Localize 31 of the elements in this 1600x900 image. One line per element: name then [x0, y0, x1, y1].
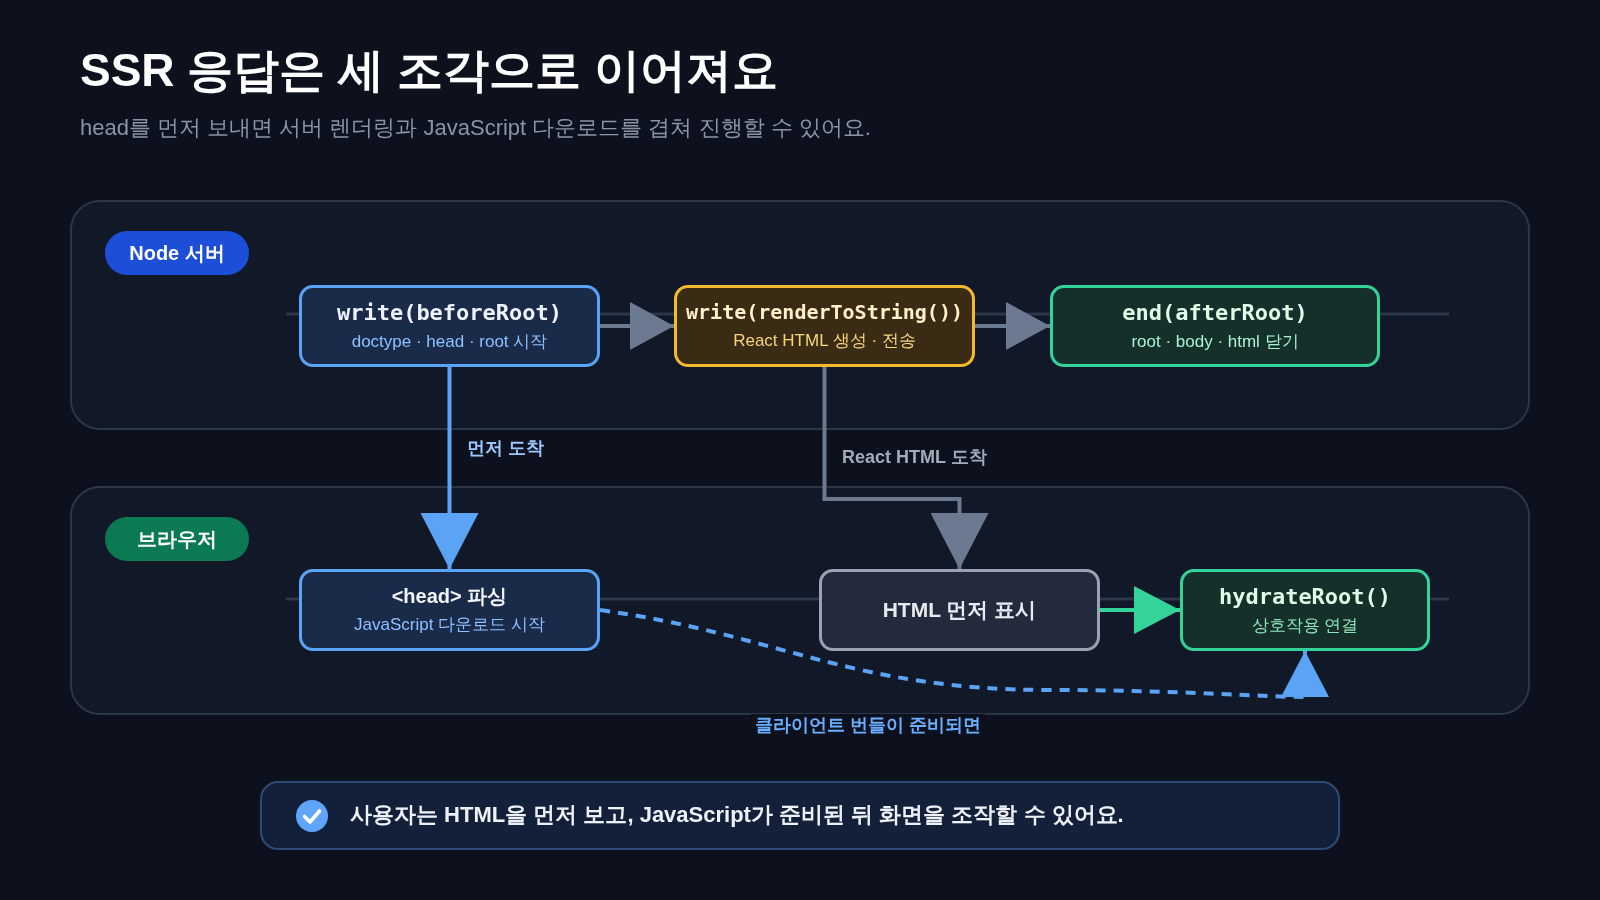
lane-panel — [70, 200, 1530, 430]
step-title: write(renderToString()) — [686, 299, 963, 325]
step-box — [1050, 285, 1380, 367]
step-box — [299, 569, 600, 651]
step-title: <head> 파싱 — [391, 583, 508, 609]
step-caption: 상호작용 연결 — [1251, 615, 1359, 638]
step-box — [674, 285, 975, 367]
step-title: write(beforeRoot) — [336, 298, 563, 327]
arrow — [822, 367, 989, 569]
lane-tag: Node 서버 — [105, 231, 249, 275]
step-box — [299, 285, 600, 367]
arrow — [1100, 586, 1180, 634]
arrow — [600, 302, 674, 350]
arrow — [599, 608, 1329, 699]
arrow — [975, 302, 1050, 350]
arrow — [420, 367, 479, 569]
step-box — [819, 569, 1100, 651]
note-text: 사용자는 HTML을 먼저 보고, JavaScript가 준비된 뒤 화면을 조작할 수 있어요. — [350, 801, 1124, 830]
step-box — [1180, 569, 1430, 651]
step-caption: JavaScript 다운로드 시작 — [354, 613, 545, 636]
subtitle: head를 먼저 보내면 서버 렌더링과 JavaScript 다운로드를 겹쳐 진행할 수 있어요. — [80, 114, 871, 142]
step-caption: React HTML 생성 · 전송 — [733, 329, 916, 352]
step-title: hydrateRoot() — [1218, 582, 1392, 611]
lane-tag: 브라우저 — [105, 517, 249, 561]
step-title: HTML 먼저 표시 — [882, 596, 1037, 623]
lane-panel — [70, 486, 1530, 715]
step-title: end(afterRoot) — [1122, 298, 1308, 327]
step-caption: doctype · head · root 시작 — [351, 331, 548, 354]
note-banner — [260, 781, 1340, 850]
title: SSR 응답은 세 조각으로 이어져요 — [80, 43, 778, 98]
step-caption: root · body · html 닫기 — [1131, 331, 1299, 354]
